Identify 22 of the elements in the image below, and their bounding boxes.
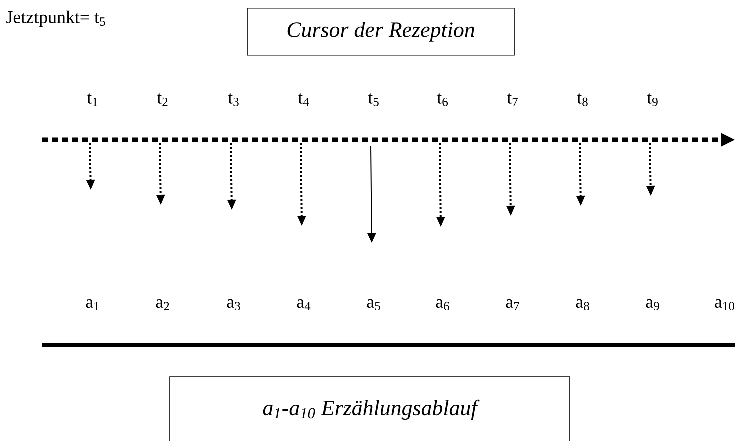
time-label: t$_{5}$ <box>368 94 379 106</box>
event-label: a$_{4}$ <box>297 299 311 310</box>
text-box: Cursor der Rezeption <box>247 8 515 56</box>
now-label: Jetztpunkt= t$_{5}$ <box>6 10 106 28</box>
event-label: a$_{2}$ <box>156 299 170 310</box>
event-label: a$_{6}$ <box>436 299 450 311</box>
event-label: a$_{1}$ <box>86 299 100 310</box>
text-box: a$_{1}$-a$_{10}$ Erzählungsablauf <box>170 376 570 441</box>
event-label: a$_{9}$ <box>646 299 660 311</box>
time-label: t$_{1}$ <box>87 94 98 106</box>
event-label: a$_{8}$ <box>576 299 590 311</box>
time-label: t$_{6}$ <box>437 94 448 106</box>
event-label: a$_{10}$ <box>715 299 735 311</box>
event-label: a$_{3}$ <box>227 299 240 311</box>
time-label: t$_{3}$ <box>228 94 239 106</box>
time-label: t$_{4}$ <box>298 94 310 106</box>
event-label: a$_{5}$ <box>367 299 380 311</box>
time-label: t$_{9}$ <box>647 94 658 106</box>
event-label: a$_{7}$ <box>506 299 520 310</box>
time-label: t$_{2}$ <box>157 94 168 106</box>
time-label: t$_{8}$ <box>577 94 588 106</box>
time-label: t$_{7}$ <box>507 94 518 106</box>
